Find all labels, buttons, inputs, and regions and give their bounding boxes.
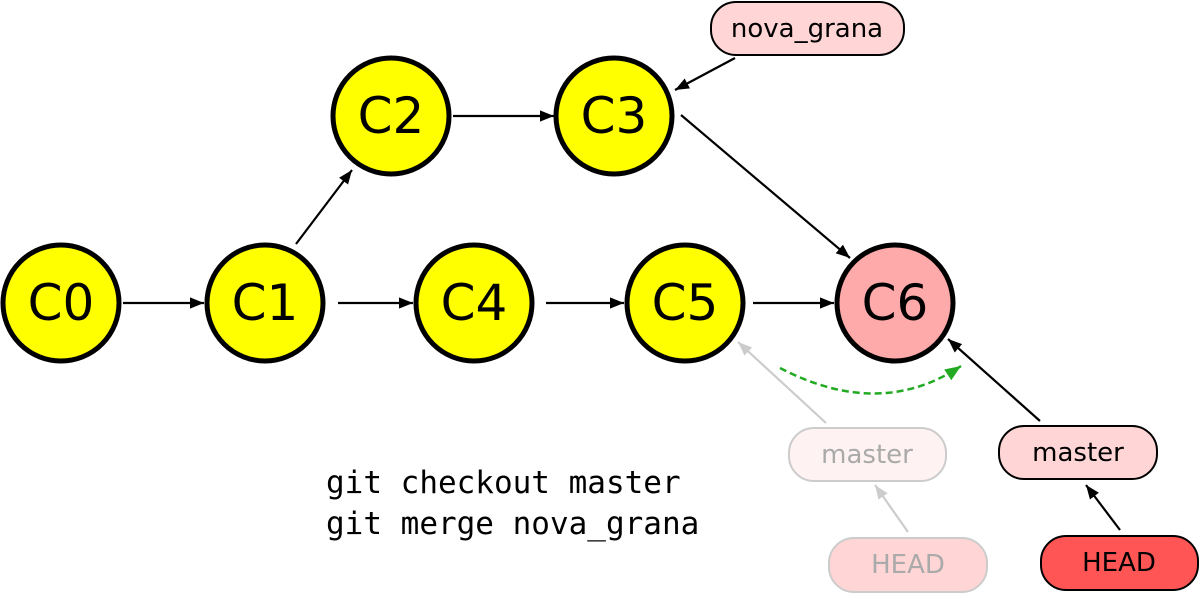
old-head-label: HEAD [871,550,945,580]
commit-c0-label: C0 [28,274,95,332]
commit-c5-label: C5 [652,274,719,332]
commit-c5: C5 [624,242,746,364]
fast-forward-arrow [779,364,962,395]
branch-nova-grana-label: nova_grana [731,14,883,44]
commit-c4: C4 [413,242,535,364]
command-line-2: git merge nova_grana [326,506,699,542]
old-head-ref: HEAD [828,537,988,593]
new-head-ref: HEAD [1040,535,1199,591]
commit-c2: C2 [330,55,452,177]
new-master-label: master [1032,438,1124,468]
commit-edges [123,110,851,309]
commit-c6-merge: C6 [834,242,956,364]
edge-c1-c2 [295,169,353,245]
commit-c0: C0 [0,242,122,364]
edge-nova-grana-c3 [674,57,736,91]
old-master-label: master [821,440,913,470]
edge-c3-c6 [680,114,851,259]
new-head-label: HEAD [1082,548,1156,578]
git-commands: git checkout master git merge nova_grana [326,465,699,542]
commit-c3-label: C3 [581,87,648,145]
commit-c1: C1 [204,242,326,364]
commit-c6-label: C6 [862,274,929,332]
commit-c3: C3 [553,55,675,177]
commit-c1-label: C1 [232,274,299,332]
commit-c2-label: C2 [358,87,425,145]
commit-c4-label: C4 [441,274,508,332]
edge-new-head-master [1085,484,1121,531]
new-master-ref: master [998,425,1158,480]
old-master-ref: master [788,427,947,482]
branch-nova-grana: nova_grana [710,1,905,56]
edge-new-master-c6 [947,338,1041,422]
command-line-1: git checkout master [326,465,681,501]
edge-old-master-c5 [737,341,827,424]
edge-old-head-master [874,484,909,533]
